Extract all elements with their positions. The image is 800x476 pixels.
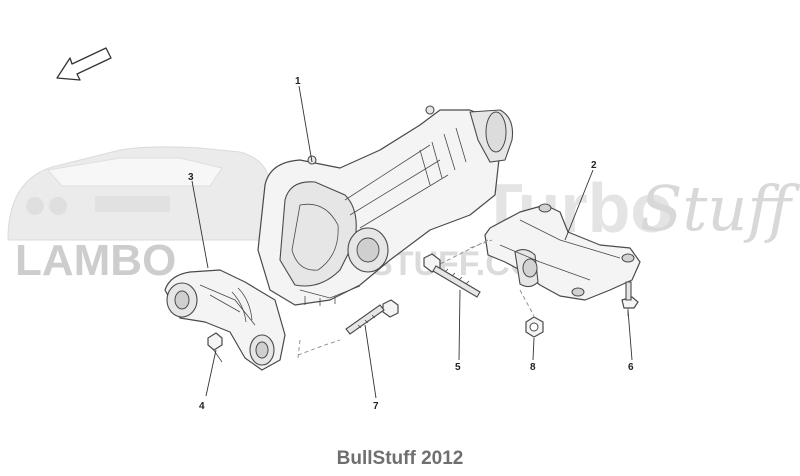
nut-8 — [525, 316, 544, 338]
watermark-brand-main: LAMBO — [15, 236, 176, 285]
watermark-brand-script: Stuff — [640, 172, 800, 245]
left-mount-bracket — [164, 269, 286, 371]
callout-leaders — [191, 85, 633, 399]
footer-caption: BullStuff 2012 — [336, 448, 464, 469]
right-mount-bracket — [484, 203, 641, 301]
assembly-lines — [297, 239, 535, 359]
bolt-5 — [423, 253, 481, 298]
callout-5: 5 — [455, 362, 461, 373]
callout-4: 4 — [199, 401, 205, 412]
bolt-4 — [207, 332, 223, 363]
differential-housing — [257, 105, 514, 306]
callout-8: 8 — [530, 362, 536, 373]
direction-arrow-icon — [56, 47, 112, 81]
callout-7: 7 — [373, 401, 379, 412]
callout-1: 1 — [295, 76, 301, 87]
bolt-7 — [345, 299, 399, 335]
callout-2: 2 — [591, 160, 597, 171]
bolt-6 — [621, 281, 639, 316]
callout-labels: 1 2 3 4 5 6 7 8 — [188, 76, 634, 412]
callout-6: 6 — [628, 362, 634, 373]
callout-3: 3 — [188, 172, 194, 183]
